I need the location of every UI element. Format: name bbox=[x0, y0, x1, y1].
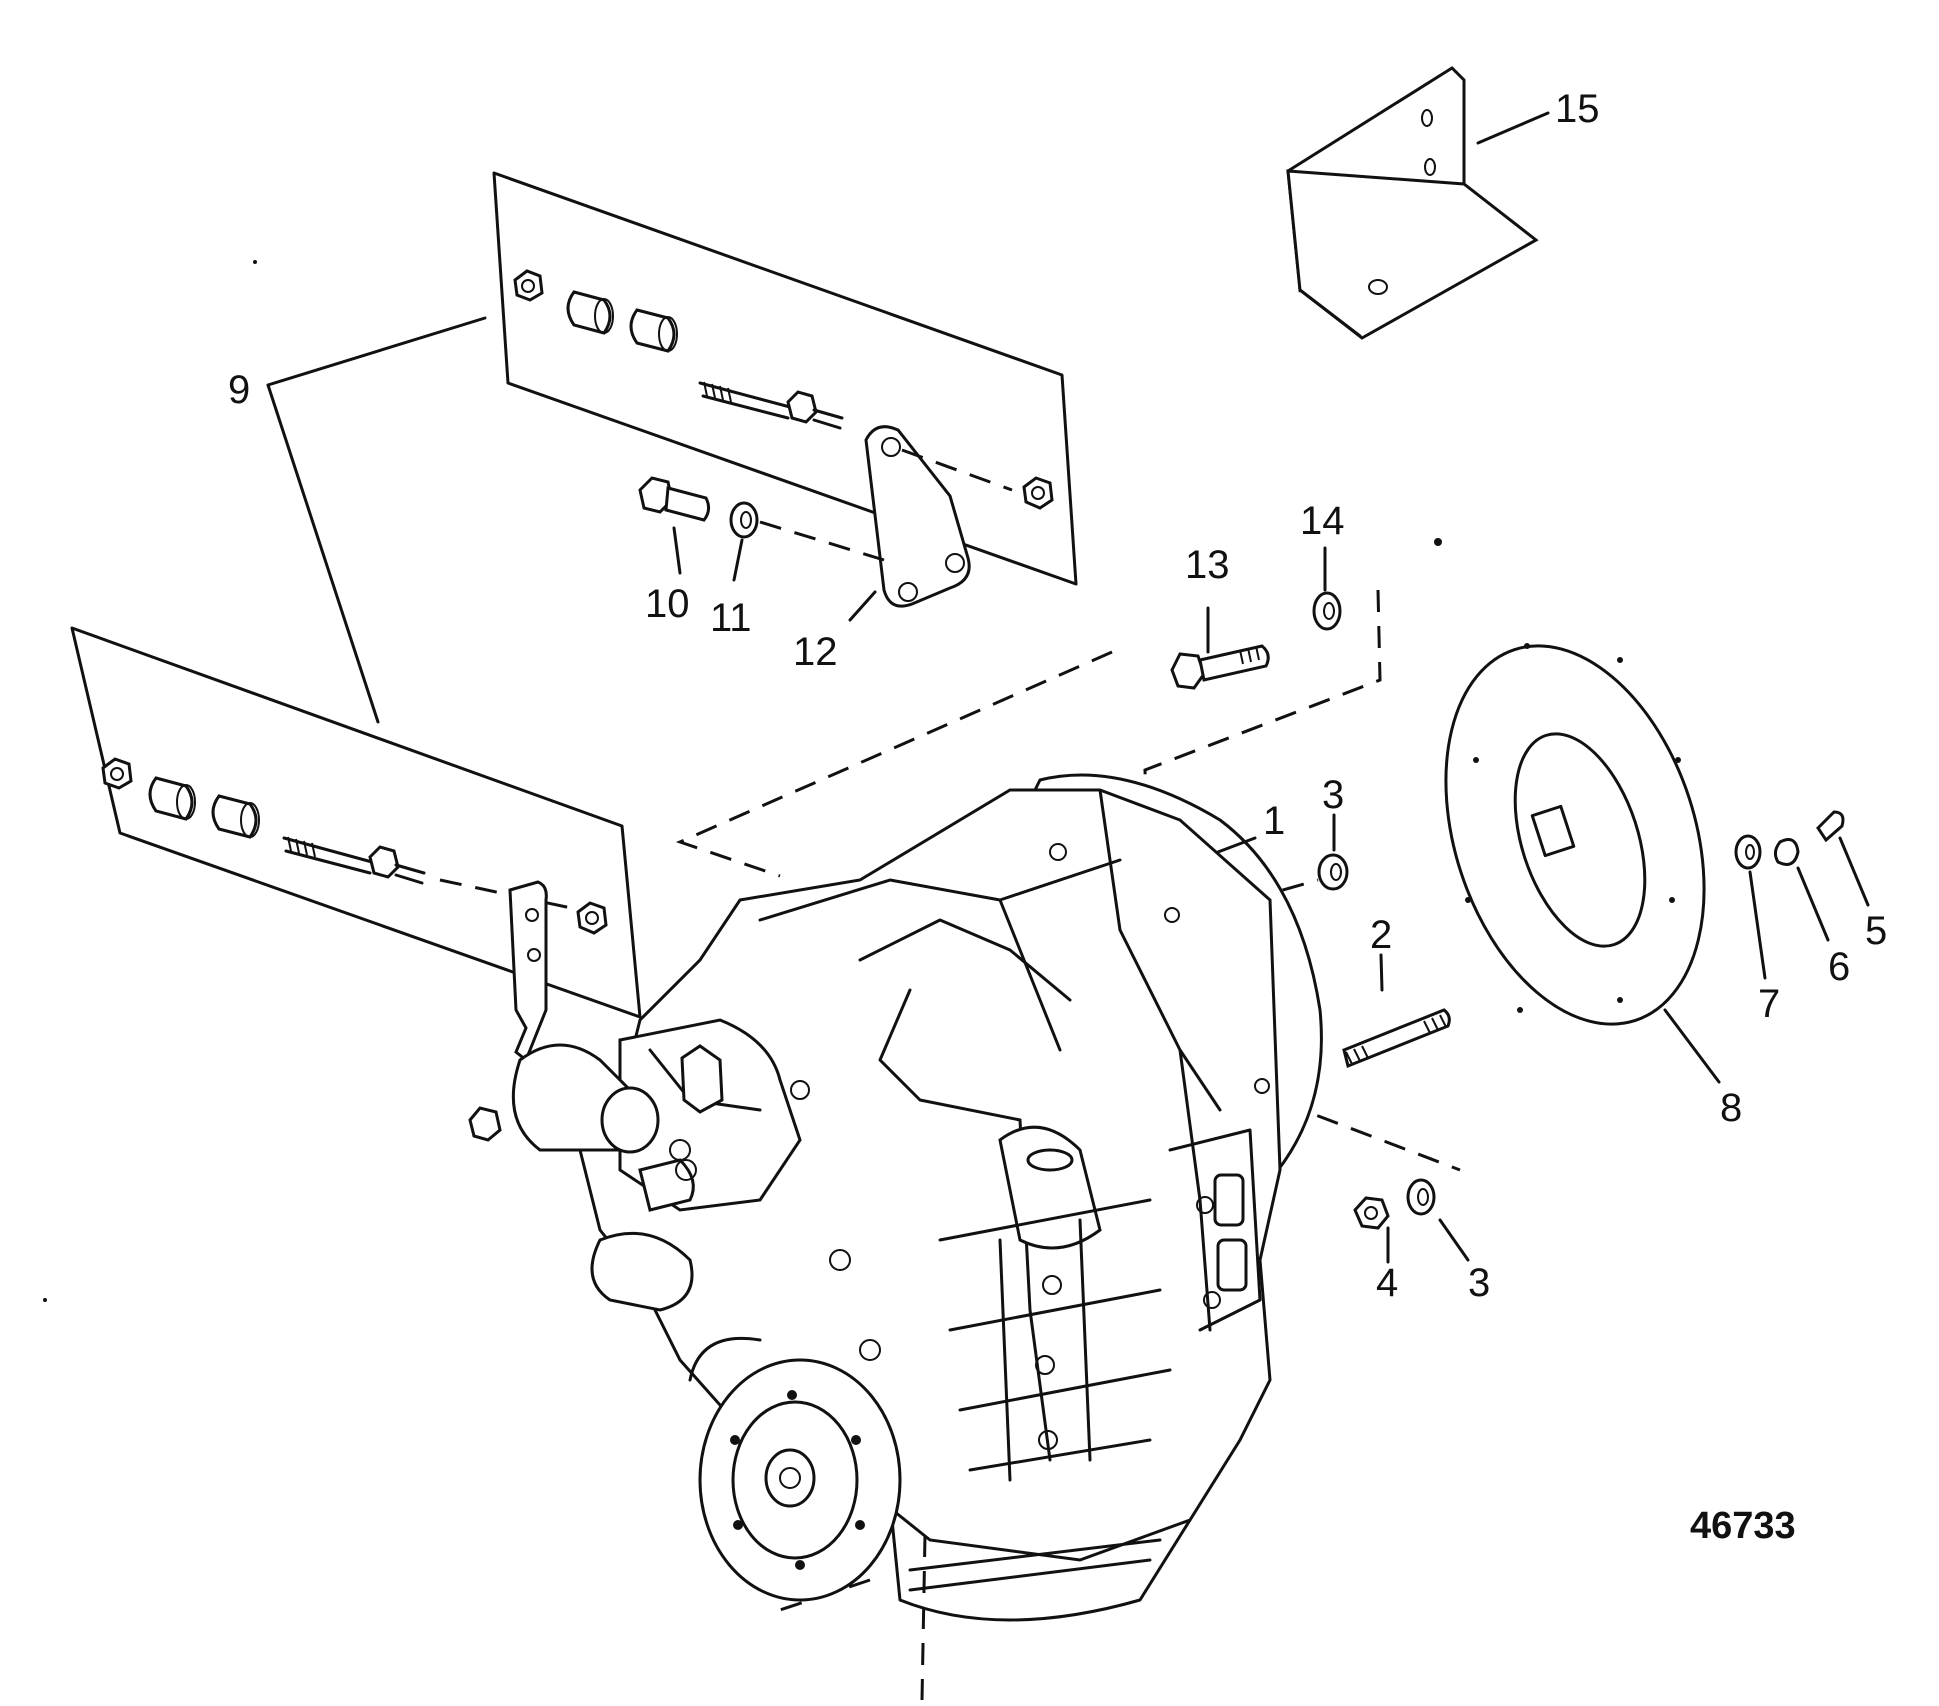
washer-part-14 bbox=[1312, 591, 1342, 631]
bolt-part-10 bbox=[638, 476, 711, 522]
kit-nut-icon bbox=[1022, 476, 1054, 510]
kit-bushing-icon bbox=[566, 290, 614, 335]
kit-nut-icon bbox=[513, 269, 544, 302]
kit-bushing-icon bbox=[211, 794, 260, 839]
drive-plate-part-8 bbox=[1444, 643, 1706, 1026]
washer-part-3-lower bbox=[1406, 1178, 1436, 1216]
callout-11: 11 bbox=[710, 596, 752, 640]
callout-3-lower: 3 bbox=[1468, 1261, 1490, 1305]
kit-nut-icon bbox=[576, 901, 608, 935]
callout-9: 9 bbox=[228, 368, 250, 412]
bolt-part-13 bbox=[1170, 644, 1270, 690]
callout-13: 13 bbox=[1185, 543, 1230, 587]
callout-15: 15 bbox=[1555, 87, 1600, 131]
mount-kit-panel-lower bbox=[70, 626, 642, 1142]
angle-bracket-part-15 bbox=[1286, 66, 1550, 340]
callout-8: 8 bbox=[1720, 1086, 1742, 1130]
callout-10: 10 bbox=[645, 582, 690, 626]
bolt-part-5 bbox=[1816, 810, 1845, 843]
callout-7: 7 bbox=[1758, 982, 1780, 1026]
callout-1: 1 bbox=[1263, 799, 1285, 843]
callout-6: 6 bbox=[1828, 945, 1850, 989]
callout-4: 4 bbox=[1376, 1261, 1398, 1305]
callout-leader-lines bbox=[672, 526, 1870, 1264]
mount-kit-panel-upper bbox=[492, 171, 1078, 608]
stud-part-2 bbox=[1342, 1008, 1451, 1069]
leader-lines-part-9 bbox=[266, 316, 487, 724]
washer-part-11 bbox=[729, 501, 759, 539]
kit-stud-icon bbox=[698, 381, 844, 430]
callout-2: 2 bbox=[1370, 913, 1392, 957]
washer-part-7 bbox=[1734, 834, 1762, 870]
callout-3-upper: 3 bbox=[1322, 773, 1344, 817]
callout-12: 12 bbox=[793, 630, 838, 674]
lockwasher-part-6 bbox=[1773, 838, 1800, 866]
transmission-housing-part-1 bbox=[511, 773, 1323, 1622]
kit-bushing-icon bbox=[148, 776, 196, 821]
kit-bushing-icon bbox=[629, 308, 678, 353]
kit-stud-icon bbox=[282, 836, 426, 885]
callout-14: 14 bbox=[1300, 499, 1345, 543]
link-plate-part-12 bbox=[864, 425, 971, 608]
callout-labels: 1 2 3 3 4 5 6 7 8 9 10 11 12 13 14 15 46… bbox=[228, 87, 1887, 1547]
callout-5: 5 bbox=[1865, 909, 1887, 953]
kit-nut-icon bbox=[101, 757, 133, 790]
lower-mount-bracket-icon bbox=[468, 880, 548, 1142]
figure-number: 46733 bbox=[1690, 1505, 1796, 1547]
nut-part-4 bbox=[1353, 1196, 1390, 1230]
washer-part-3-upper bbox=[1317, 853, 1349, 891]
